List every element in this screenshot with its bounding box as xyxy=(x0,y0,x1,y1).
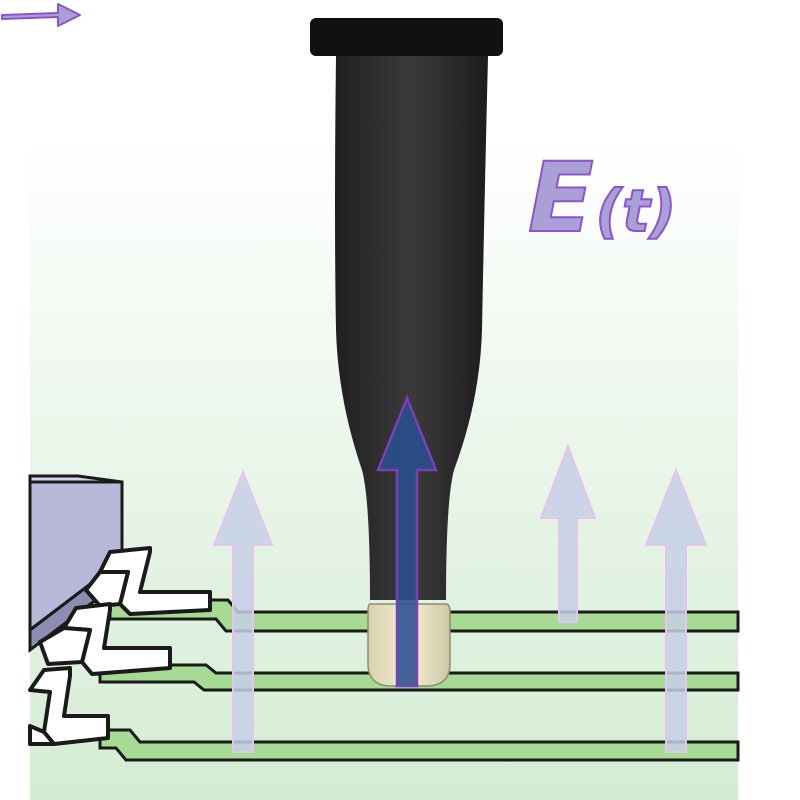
field-arrow-right-tall xyxy=(644,467,708,753)
field-symbol: E xyxy=(527,142,595,254)
ic-lead-3 xyxy=(28,666,110,746)
ic-lead-2 xyxy=(38,602,172,676)
field-arrow-left xyxy=(212,469,274,753)
vector-arrow-icon xyxy=(1,3,81,27)
field-arrows xyxy=(212,443,708,753)
pcb-trace-bottom xyxy=(98,728,740,762)
field-argument: (t) xyxy=(595,177,678,245)
probe-field-arrow xyxy=(376,394,438,688)
field-arrow-right-short xyxy=(539,443,597,623)
probe-body xyxy=(335,56,488,600)
ic-lead-1 xyxy=(84,546,212,616)
probe-connector xyxy=(310,18,503,56)
electric-field-label: E(t) xyxy=(527,149,678,247)
ic-package xyxy=(28,474,212,746)
